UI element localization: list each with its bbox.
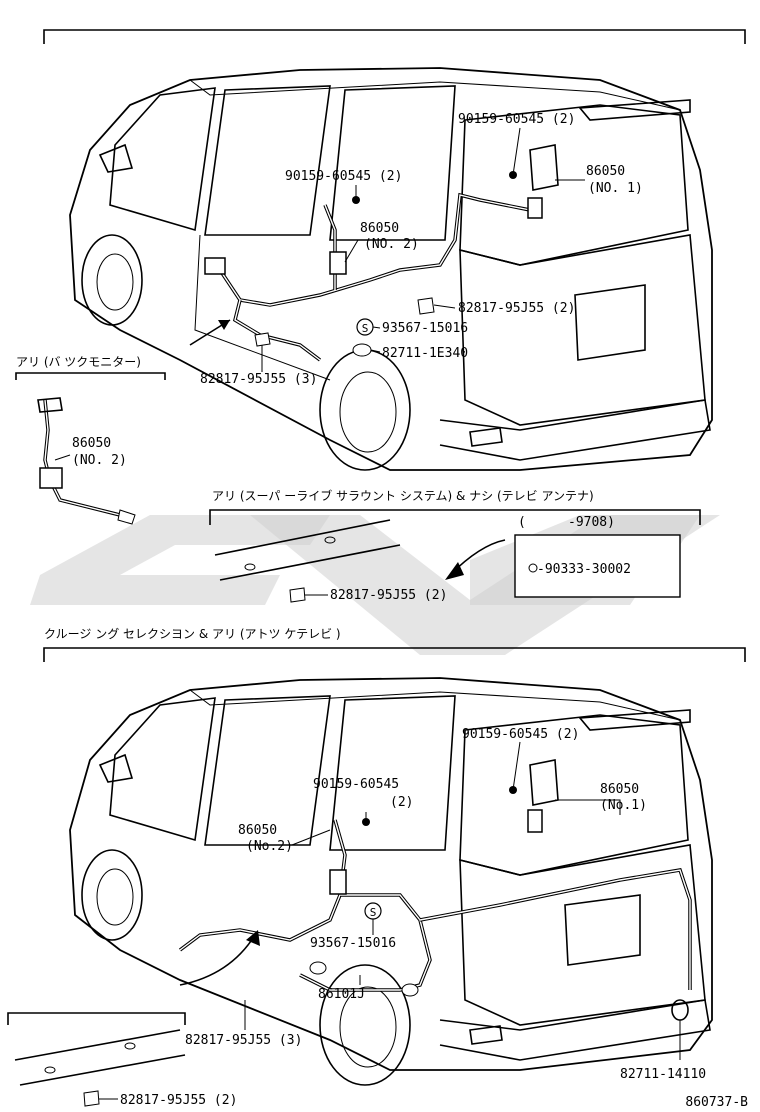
section-bracket-top	[43, 29, 746, 44]
bolt-label-upper-right: 90159-60545 (2)	[458, 112, 575, 127]
antenna-no2-part-label: 86050	[360, 221, 399, 236]
antenna-no1-part-label-bottom: 86050	[600, 782, 639, 797]
antenna-no1-tag-label-bottom: (No.1)	[600, 798, 647, 813]
period-close: -9708)	[568, 515, 615, 530]
antenna-no2-part-label-bottom: 86050	[238, 823, 277, 838]
section-bracket-bottom	[43, 647, 746, 662]
s-marker-label: S	[362, 322, 369, 335]
back-monitor-section: アリ (バ ツクモニター) 86050 (NO. 2)	[15, 355, 166, 525]
grommet-label-bottom: 82711-14110	[620, 1067, 706, 1082]
wire-harness-top	[189, 144, 559, 362]
s-marker-top: S	[356, 318, 374, 336]
back-monitor-bracket	[15, 372, 166, 380]
harness-label: 86101J	[318, 987, 365, 1002]
part-box	[514, 534, 681, 598]
bolt-label-center-bottom: 90159-60545	[313, 777, 399, 792]
top-section: S 90159-60545 (2) 86050 (NO. 1) 90159-60…	[43, 29, 746, 471]
grommet-label: 82711-1E340	[382, 346, 468, 361]
leaders-top	[261, 127, 585, 372]
surround-clip-label: 82817-95J55 (2)	[330, 588, 447, 603]
box-part-label: -90333-30002	[537, 562, 631, 577]
surround-bracket	[209, 509, 701, 525]
bottom-section: クルージ ング セレクシヨン & アリ (アトツ ケテレビ )	[7, 627, 746, 1108]
bolt-label-center: 90159-60545 (2)	[285, 169, 402, 184]
van-illustration-bottom	[69, 677, 713, 1086]
back-monitor-title: アリ (バ ツクモニター)	[16, 355, 141, 369]
period-open: (	[518, 515, 526, 530]
van-illustration-top	[69, 67, 713, 471]
clip-label-left: 82817-95J55 (3)	[200, 372, 317, 387]
bolt-label-upper-right-bottom: 90159-60545 (2)	[462, 727, 579, 742]
clip-label-right: 82817-95J55 (2)	[458, 301, 575, 316]
clamp-label: 93567-15016	[382, 321, 468, 336]
back-monitor-antenna-tag: (NO. 2)	[72, 453, 127, 468]
clamp-label-bottom: 93567-15016	[310, 936, 396, 951]
inset-roof-strip	[7, 1012, 186, 1107]
s-marker-bottom: S	[364, 902, 382, 920]
surround-title: アリ (スーパ ーライブ サラウント システム) & ナシ (テレビ アンテナ)	[212, 488, 594, 503]
s-marker-label: S	[370, 906, 377, 919]
antenna-no1-part-label: 86050	[586, 164, 625, 179]
wire-harness-bottom	[178, 759, 692, 997]
surround-section: アリ (スーパ ーライブ サラウント システム) & ナシ (テレビ アンテナ)…	[209, 488, 701, 603]
clip-label-inset: 82817-95J55 (2)	[120, 1093, 237, 1108]
clip-label-left-bottom: 82817-95J55 (3)	[185, 1033, 302, 1048]
antenna-no2-tag-label: (NO. 2)	[364, 237, 419, 252]
antenna-no2-tag-label-bottom: (No.2)	[246, 839, 293, 854]
leaders-bottom	[244, 741, 681, 1060]
bottom-title: クルージ ング セレクシヨン & アリ (アトツ ケテレビ )	[44, 627, 341, 641]
bolt-qty-label-bottom: (2)	[390, 795, 413, 810]
drawing-code: 860737-B	[685, 1095, 748, 1110]
antenna-no1-tag-label: (NO. 1)	[588, 181, 643, 196]
back-monitor-antenna-part: 86050	[72, 436, 111, 451]
